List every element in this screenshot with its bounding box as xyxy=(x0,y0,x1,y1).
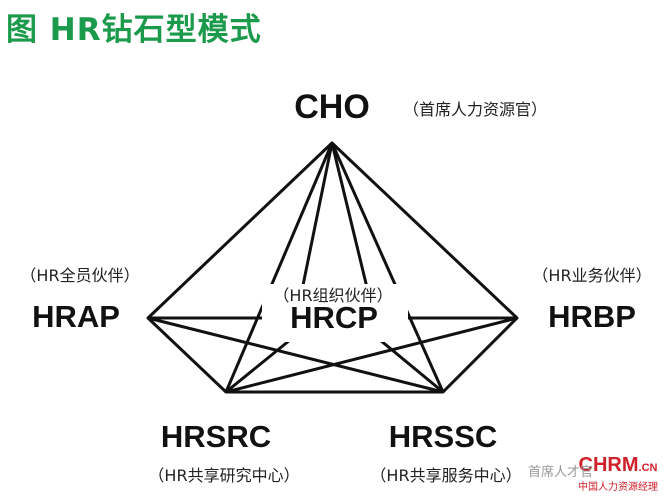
node-cho: CHO xyxy=(294,88,370,126)
node-hrsrc: HRSRC xyxy=(160,419,272,454)
watermark-mini: 首席人才官 xyxy=(528,464,594,479)
page-title: 图 HR钻石型模式 xyxy=(6,12,262,48)
node-hrap-desc: （HR全员伙伴） xyxy=(20,266,140,285)
line-cho-hrsrc xyxy=(224,142,334,393)
node-hrcp: HRCP xyxy=(290,300,378,335)
line-hrap-hrssc xyxy=(147,316,444,394)
node-cho-desc: （首席人力资源官） xyxy=(402,100,548,119)
watermark-brand: CHRM.CN xyxy=(578,454,658,476)
watermark-tagline: 中国人力资源经理 xyxy=(578,482,658,493)
line-cho-hrssc xyxy=(330,142,445,393)
outer-pentagon xyxy=(146,141,519,394)
node-hrcp-desc: （HR组织伙伴） xyxy=(273,286,393,305)
node-hrap: HRAP xyxy=(32,299,120,334)
watermark-logo: 首席人才官 CHRM.CN 中国人力资源经理 xyxy=(528,454,658,493)
line-hrbp-hrsrc xyxy=(225,316,518,394)
node-hrsrc-desc: （HR共享研究中心） xyxy=(148,466,300,485)
line-cho-hrcp-left xyxy=(298,142,334,301)
node-hrssc: HRSSC xyxy=(388,419,498,454)
line-hrcp-hrssc xyxy=(379,338,444,394)
node-hrssc-desc: （HR共享服务中心） xyxy=(370,466,522,485)
line-cho-hrcp-right xyxy=(330,142,372,301)
node-hrbp: HRBP xyxy=(548,299,636,334)
node-hrbp-desc: （HR业务伙伴） xyxy=(532,266,652,285)
line-hrcp-hrsrc xyxy=(225,338,291,394)
